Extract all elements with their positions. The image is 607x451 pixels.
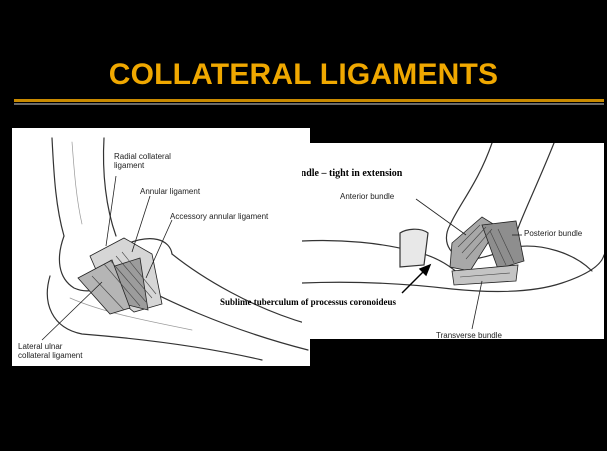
medial-elbow-figure: Anterior bundle – tight in extension Ant… [302,143,604,339]
slide-title: COLLATERAL LIGAMENTS [0,58,607,92]
lateral-ulnar-collateral-ligament-label: Lateral ulnar [18,342,62,351]
lateral-elbow-drawing [12,128,310,366]
title-underline-grey [14,103,604,105]
annular-ligament-label: Annular ligament [140,187,200,196]
anterior-bundle-label: Anterior bundle [340,192,394,201]
radial-collateral-ligament-label: Radial collateral [114,152,171,161]
coronoid-tubercle-callout: Sublime tuberculum of processus coronoid… [220,297,396,307]
title-underline-orange [14,99,604,102]
lateral-ulnar-collateral-ligament-label-line2: collateral ligament [18,351,82,360]
accessory-annular-ligament-label: Accessory annular ligament [170,212,268,221]
lateral-elbow-figure: Radial collateral ligament Annular ligam… [12,128,310,366]
posterior-bundle-label: Posterior bundle [524,229,582,238]
radial-collateral-ligament-label-line2: ligament [114,161,144,170]
anterior-bundle-heading: Anterior bundle – tight in extension [302,168,402,179]
transverse-bundle-label: Transverse bundle [436,331,502,339]
